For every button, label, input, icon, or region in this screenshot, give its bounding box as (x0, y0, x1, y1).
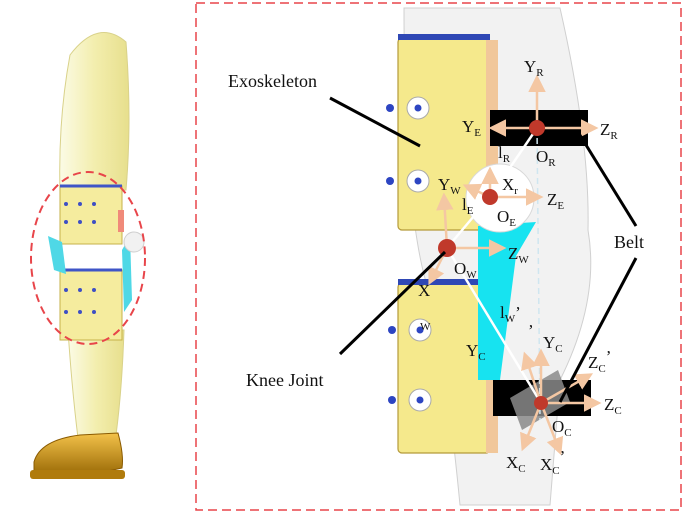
belt-label: Belt (614, 232, 644, 252)
axis-ZR-label: ZR (600, 120, 618, 142)
mini-exoskeleton (48, 186, 144, 340)
shoe (30, 433, 125, 479)
axis-ZC-label: ZC (604, 395, 622, 417)
exoskeleton-label: Exoskeleton (228, 71, 317, 91)
axis-XW-label: X (418, 281, 430, 300)
origin-E-dot (482, 189, 498, 205)
axis-XW-sub: W (420, 321, 431, 333)
knee-joint-label: Knee Joint (246, 370, 323, 390)
zoom-detail (330, 8, 636, 505)
origin-C-dot (534, 396, 548, 410)
thigh (60, 33, 129, 192)
origin-R-dot (529, 120, 545, 136)
leg-model (30, 33, 145, 479)
shank (68, 330, 124, 438)
origin-OC-label: OC (552, 417, 572, 439)
lower-exo-plate (398, 283, 490, 453)
axis-ZC-prime-label: ZC’ (588, 347, 611, 375)
axis-YC-prime-mark: ’ (528, 321, 534, 340)
